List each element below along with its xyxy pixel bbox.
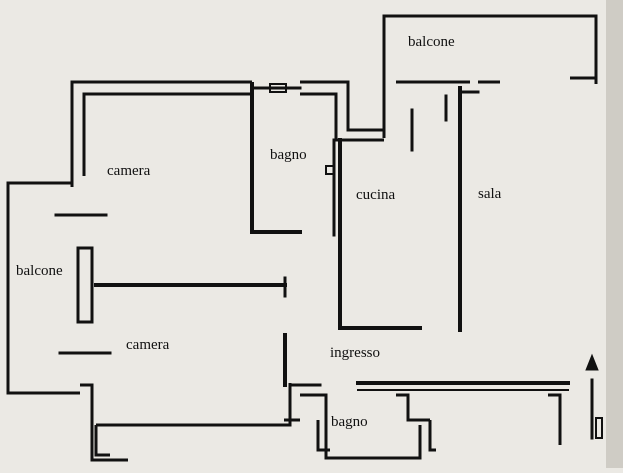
room-label-balcone-left: balcone: [16, 263, 63, 279]
room-label-bagno-top: bagno: [270, 147, 307, 163]
room-label-camera-bottom: camera: [126, 337, 170, 353]
room-label-sala: sala: [478, 186, 502, 202]
room-label-ingresso: ingresso: [330, 345, 380, 361]
room-label-camera-top: camera: [107, 163, 151, 179]
paper-shadow: [606, 0, 623, 468]
fixtures: [269, 83, 603, 439]
interior-walls: [54, 82, 599, 440]
outer-walls: [6, 14, 598, 462]
room-label-bagno-bottom: bagno: [331, 414, 368, 430]
room-label-balcone-top: balcone: [408, 34, 455, 50]
room-label-cucina: cucina: [356, 187, 396, 203]
